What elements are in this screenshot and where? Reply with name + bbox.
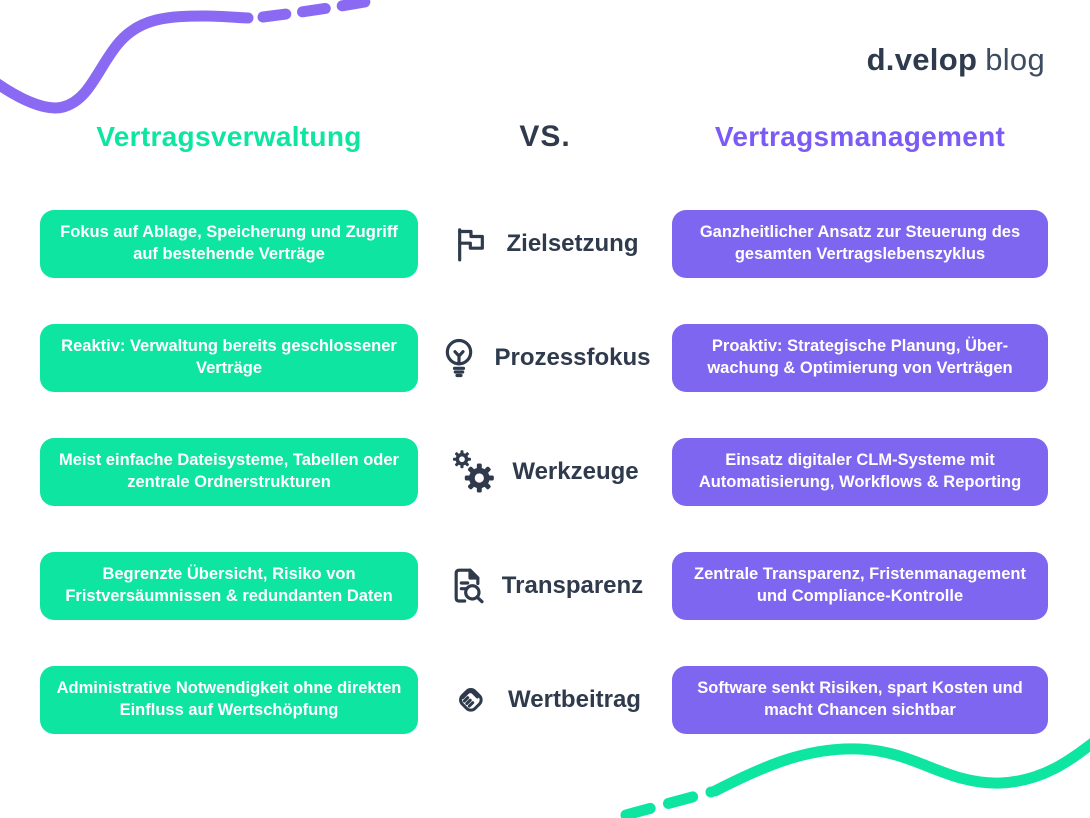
verwaltung-point: Fokus auf Ablage, Speicherung und Zugrif… xyxy=(40,210,418,278)
logo-brand: d.velop xyxy=(866,42,978,77)
feature-label: Zielsetzung xyxy=(506,230,639,257)
row-transparenz: Begrenzte Übersicht, Risiko von Fristver… xyxy=(40,552,1048,620)
management-point: Proaktiv: Strategische Planung, Über-wac… xyxy=(672,324,1048,392)
right-column-title: Vertragsmanagement xyxy=(714,121,1006,152)
management-point: Software senkt Risiken, spart Kosten und… xyxy=(672,666,1048,734)
logo-suffix: blog xyxy=(985,42,1045,77)
feature-prozessfokus: Prozessfokus xyxy=(418,336,672,380)
flag-icon xyxy=(451,224,491,264)
comparison-infographic: Vertragsverwaltung VS. Vertragsmanagemen… xyxy=(40,120,1048,734)
gears-icon xyxy=(451,449,497,495)
feature-label: Wertbeitrag xyxy=(508,686,641,713)
feature-werkzeuge: Werkzeuge xyxy=(418,449,672,495)
management-point: Zentrale Transparenz, Fristenmanagement … xyxy=(672,552,1048,620)
feature-label: Transparenz xyxy=(501,572,644,599)
verwaltung-point: Meist einfache Dateisysteme, Tabellen od… xyxy=(40,438,418,506)
feature-transparenz: Transparenz xyxy=(418,564,672,608)
row-zielsetzung: Fokus auf Ablage, Speicherung und Zugrif… xyxy=(40,210,1048,278)
verwaltung-point: Reaktiv: Verwaltung bereits geschlossene… xyxy=(40,324,418,392)
handshake-icon xyxy=(449,679,493,721)
comparison-rows: Fokus auf Ablage, Speicherung und Zugrif… xyxy=(40,210,1048,734)
verwaltung-point: Begrenzte Übersicht, Risiko von Fristver… xyxy=(40,552,418,620)
vs-label: VS. xyxy=(519,120,571,153)
management-point: Ganzheitlicher Ansatz zur Steuerung des … xyxy=(672,210,1048,278)
row-wertbeitrag: Administrative Notwendigkeit ohne direkt… xyxy=(40,666,1048,734)
feature-zielsetzung: Zielsetzung xyxy=(418,224,672,264)
feature-wertbeitrag: Wertbeitrag xyxy=(418,679,672,721)
lightbulb-icon xyxy=(439,336,479,380)
green-squiggle-icon xyxy=(620,738,1090,818)
feature-label: Werkzeuge xyxy=(512,458,639,485)
document-search-icon xyxy=(447,564,487,608)
row-werkzeuge: Meist einfache Dateisysteme, Tabellen od… xyxy=(40,438,1048,506)
row-prozessfokus: Reaktiv: Verwaltung bereits geschlossene… xyxy=(40,324,1048,392)
verwaltung-point: Administrative Notwendigkeit ohne direkt… xyxy=(40,666,418,734)
management-point: Einsatz digitaler CLM-Systeme mit Automa… xyxy=(672,438,1048,506)
header-row: Vertragsverwaltung VS. Vertragsmanagemen… xyxy=(40,120,1048,154)
feature-label: Prozessfokus xyxy=(494,344,651,371)
left-column-title: Vertragsverwaltung xyxy=(96,121,362,152)
